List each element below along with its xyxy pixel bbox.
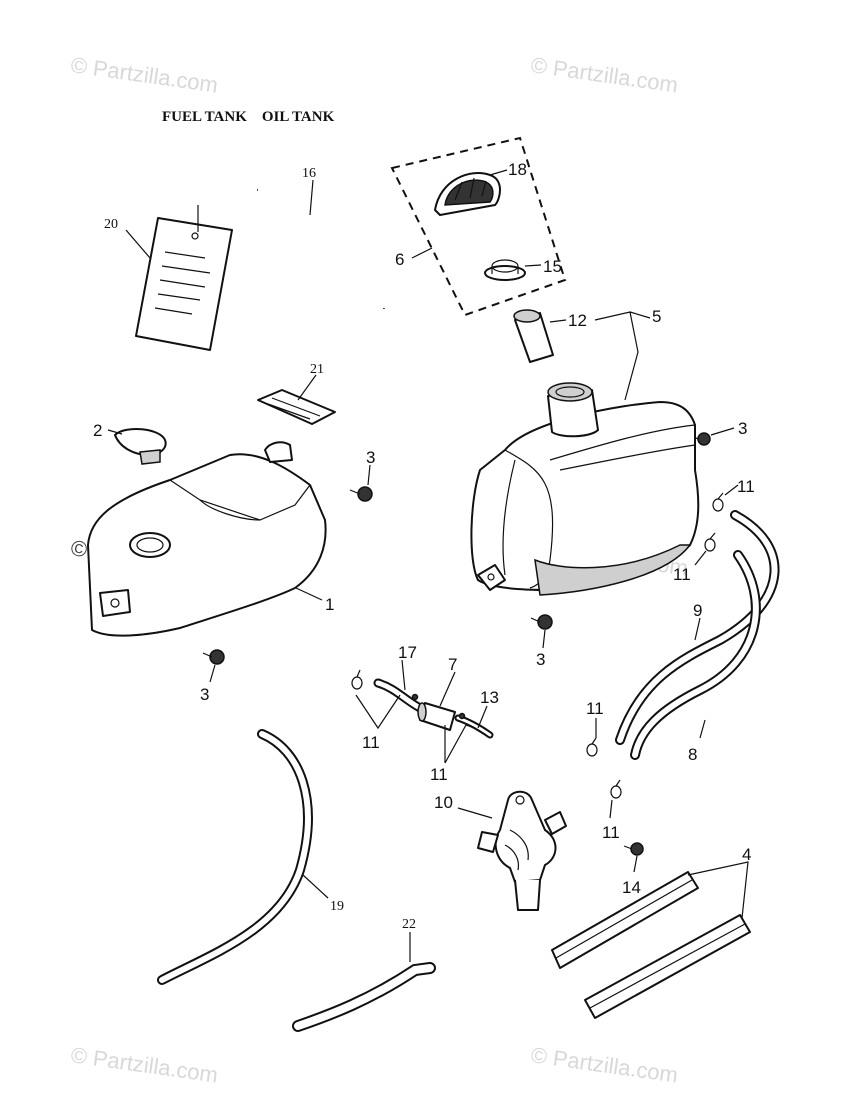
callout-7: 7 (448, 655, 457, 674)
callout-14: 14 (622, 878, 641, 897)
part-3-bolt-b[interactable] (202, 649, 225, 665)
callout-3-b: 3 (200, 685, 209, 704)
part-18-cap[interactable] (434, 172, 501, 216)
callout-3-c: 3 (536, 650, 545, 669)
callout-4: 4 (742, 845, 751, 864)
part-17-hose[interactable] (375, 680, 423, 711)
callout-11-c: 11 (586, 699, 604, 718)
callout-17: 17 (398, 643, 417, 662)
callout-6: 6 (395, 250, 404, 269)
part-3-bolt-a[interactable] (349, 486, 373, 502)
part-16-hose[interactable] (257, 187, 387, 309)
part-11-clip-b[interactable] (704, 532, 716, 552)
part-11-clip-c[interactable] (586, 737, 598, 757)
callout-21: 21 (310, 362, 324, 377)
part-4-strip-b[interactable] (584, 914, 751, 1019)
callout-11-f: 11 (430, 765, 448, 784)
callout-3-a: 3 (366, 448, 375, 467)
callout-9: 9 (693, 601, 702, 620)
watermark-bottom-left: © Partzilla.com (69, 1042, 219, 1087)
part-11-clip-e[interactable] (351, 669, 363, 690)
part-3-bolt-c[interactable] (530, 614, 553, 630)
part-4-strip-a[interactable] (551, 871, 699, 969)
callout-20: 20 (104, 217, 118, 232)
callout-3-d: 3 (738, 419, 747, 438)
callout-8: 8 (688, 745, 697, 764)
callout-10: 10 (434, 793, 453, 812)
callout-5: 5 (652, 307, 661, 326)
part-21-decal[interactable] (257, 389, 336, 425)
callout-11-e: 11 (362, 733, 380, 752)
callout-16: 16 (302, 166, 316, 181)
callout-11-b: 11 (673, 565, 691, 584)
part-1-fuel-tank[interactable] (87, 441, 327, 637)
callout-12: 12 (568, 311, 587, 330)
part-6-cap-assembly-box (390, 136, 567, 317)
part-19-hose[interactable] (159, 731, 311, 983)
part-15-gasket[interactable] (484, 259, 526, 281)
part-10-fuel-valve[interactable] (477, 790, 567, 911)
part-2-fuel-cap[interactable] (114, 428, 167, 465)
callout-19: 19 (330, 899, 344, 914)
callout-11-a: 11 (737, 477, 755, 496)
part-12-filler-neck[interactable] (513, 309, 554, 363)
callout-1: 1 (325, 595, 334, 614)
watermark-top-right: © Partzilla.com (529, 52, 679, 97)
callout-15: 15 (543, 257, 562, 276)
part-20-tag[interactable] (135, 205, 233, 351)
part-9-hose[interactable] (617, 512, 778, 743)
part-7-fuel-filter[interactable] (417, 702, 456, 731)
part-14-bolt[interactable] (623, 842, 644, 856)
diagram-title: FUEL TANK OIL TANK (162, 109, 335, 125)
watermark-bottom-right: © Partzilla.com (529, 1042, 679, 1087)
part-13-hose[interactable] (456, 716, 492, 737)
watermark-top-left: © Partzilla.com (69, 52, 219, 97)
part-22-hose[interactable] (294, 964, 434, 1030)
part-5-oil-tank[interactable] (470, 382, 700, 596)
callout-18: 18 (508, 160, 527, 179)
part-11-clip-d[interactable] (610, 779, 622, 799)
callout-22: 22 (402, 917, 416, 932)
part-8-hose[interactable] (632, 552, 759, 758)
part-11-clip-a[interactable] (712, 492, 724, 512)
callout-13: 13 (480, 688, 499, 707)
callout-2: 2 (93, 421, 102, 440)
callout-11-d: 11 (602, 823, 620, 842)
